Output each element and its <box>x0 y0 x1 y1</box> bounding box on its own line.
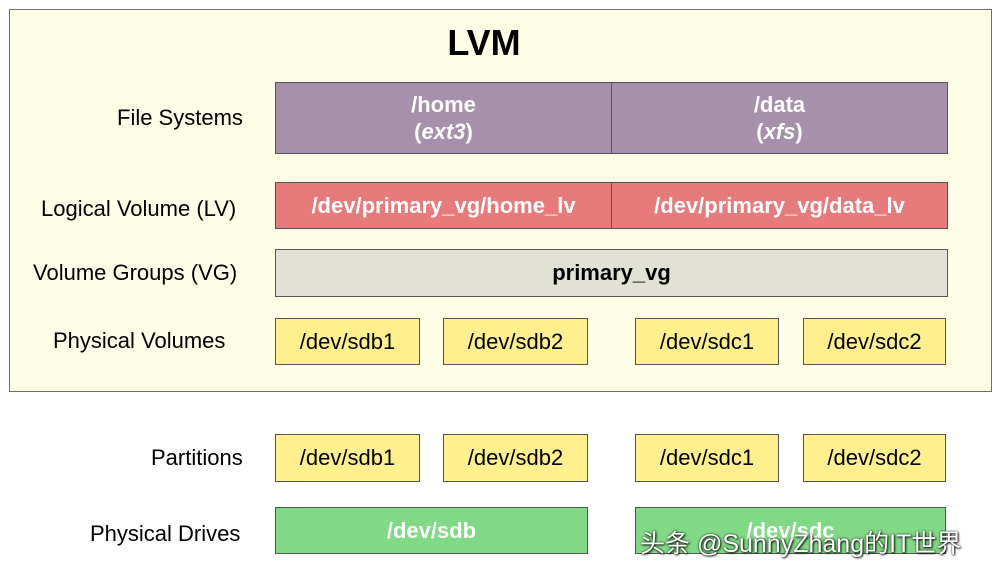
physical-volume-sdc2: /dev/sdc2 <box>803 318 946 365</box>
volume-group: primary_vg <box>275 249 948 297</box>
label-file-systems: File Systems <box>117 105 243 130</box>
file-system-type: (xfs) <box>756 119 803 144</box>
physical-volume-sdc1: /dev/sdc1 <box>635 318 779 365</box>
physical-volume-sdb2: /dev/sdb2 <box>443 318 588 365</box>
diagram-title: LVM <box>447 22 521 63</box>
partition-sdc2: /dev/sdc2 <box>803 434 946 482</box>
partition-sdb2: /dev/sdb2 <box>443 434 588 482</box>
partition-sdb1: /dev/sdb1 <box>275 434 420 482</box>
physical-drive-sdb: /dev/sdb <box>275 507 588 554</box>
file-system-type: (ext3) <box>414 119 473 144</box>
physical-drive-sdc: /dev/sdc <box>635 507 946 554</box>
watermark: 头条 @SunnyZhang的IT世界 <box>640 530 962 558</box>
logical-volume-data: /dev/primary_vg/data_lv <box>611 182 948 229</box>
file-system-data: /data (xfs) <box>611 82 948 154</box>
logical-volume-home: /dev/primary_vg/home_lv <box>275 182 612 229</box>
file-system-home: /home (ext3) <box>275 82 612 154</box>
label-volume-groups: Volume Groups (VG) <box>33 260 238 285</box>
label-physical-volumes: Physical Volumes <box>53 328 226 353</box>
file-system-mount: /home <box>411 92 476 117</box>
partition-sdc1: /dev/sdc1 <box>635 434 779 482</box>
file-system-mount: /data <box>753 92 806 117</box>
physical-volume-sdb1: /dev/sdb1 <box>275 318 420 365</box>
label-partitions: Partitions <box>151 445 243 470</box>
label-logical-volume: Logical Volume (LV) <box>41 196 237 221</box>
label-physical-drives: Physical Drives <box>90 521 241 546</box>
